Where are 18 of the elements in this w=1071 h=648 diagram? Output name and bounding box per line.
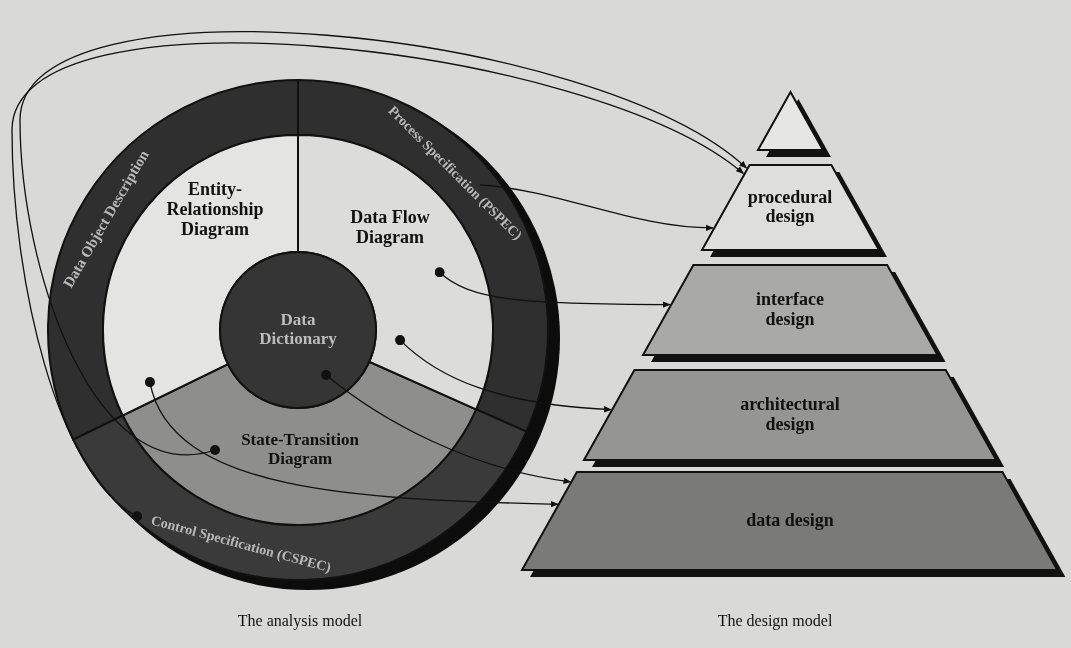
node-label: Data Dictionary — [258, 311, 338, 349]
figure-caption: The design model — [717, 612, 833, 630]
node-label: Data Flow Diagram — [349, 208, 431, 248]
center-circle — [218, 250, 378, 410]
node-label: Entity-Relationship Diagram — [165, 180, 265, 240]
arrow — [478, 184, 714, 231]
arrow — [321, 369, 572, 484]
arrow — [11, 42, 744, 522]
node-label: interface design — [755, 290, 825, 330]
node-label: State-Transition Diagram — [240, 431, 360, 469]
node-label: procedural design — [746, 187, 834, 228]
figure-caption: The analysis model — [237, 612, 363, 630]
node-label: architectural design — [739, 395, 841, 435]
node-label: data design — [745, 511, 835, 531]
arrow — [395, 335, 612, 413]
arrow — [19, 31, 748, 456]
arrow — [434, 267, 671, 308]
arrow — [144, 377, 559, 508]
